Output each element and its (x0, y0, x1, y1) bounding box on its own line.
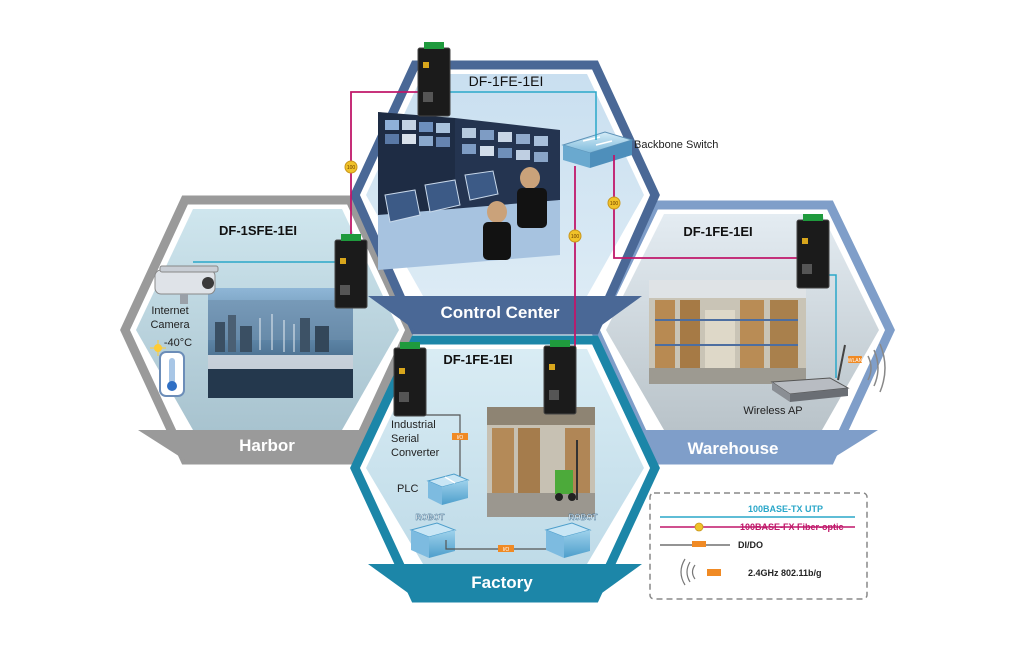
factory-label: Factory (471, 573, 533, 592)
svg-text:100: 100 (571, 234, 580, 240)
harbor-label-band (138, 430, 398, 460)
zone-warehouse: Warehouse DF-1FE-1EI Wireless AP (590, 200, 895, 465)
serial-converter-device (393, 342, 427, 417)
fiber-tag: 100 (568, 229, 582, 243)
svg-text:100: 100 (610, 201, 619, 207)
dido-tag: I/O (498, 545, 514, 553)
warehouse-photo (649, 280, 806, 384)
robot-left-icon (409, 522, 457, 558)
media-converter-factory (543, 340, 577, 415)
legend-label-fiber: 100BASE-FX Fiber-optic (740, 522, 844, 532)
serial-converter-label-line1: Industrial (391, 419, 436, 431)
media-converter-warehouse (796, 214, 830, 289)
robot-left-label: ROBOT (416, 513, 445, 522)
svg-text:I/O: I/O (503, 547, 510, 553)
wireless-ap-label: Wireless AP (743, 405, 802, 417)
factory-label-band (368, 564, 642, 598)
legend-label-utp: 100BASE-TX UTP (748, 504, 823, 514)
zone-harbor: Harbor DF-1SFE-1EI Internet Camera (120, 195, 415, 465)
serial-converter-label-line2: Serial (391, 433, 419, 445)
plc-label: PLC (397, 483, 418, 495)
zone-factory: Factory DF-1FE-1EI Industrial Serial Con… (350, 335, 660, 603)
warehouse-label-band (608, 430, 878, 460)
sun-icon (150, 340, 166, 356)
legend-item-dido: DI/DO (660, 540, 763, 550)
legend-label-dido: DI/DO (738, 540, 763, 550)
wireless-ap (770, 344, 850, 402)
temperature-label: -40°C (164, 337, 192, 349)
harbor-photo (208, 288, 353, 398)
plc-icon (426, 473, 470, 505)
backbone-switch-label: Backbone Switch (634, 139, 718, 151)
legend-item-utp: 100BASE-TX UTP (660, 504, 855, 518)
svg-text:I/O: I/O (457, 435, 464, 441)
harbor-label: Harbor (239, 436, 295, 455)
wifi-signal-icon (867, 343, 886, 393)
backbone-switch-icon (561, 131, 634, 168)
thermometer-icon (159, 351, 185, 397)
svg-text:100: 100 (347, 165, 356, 171)
wlan-tag (848, 356, 862, 363)
fiber-tag: 100 (607, 196, 621, 210)
legend: 100BASE-TX UTP 100BASE-FX Fiber-optic DI… (649, 492, 868, 600)
legend-label-wlan: 2.4GHz 802.11b/g (748, 568, 822, 578)
control-center-device-title: DF-1FE-1EI (469, 73, 544, 89)
wlan-tag-text: WLAN (848, 358, 863, 364)
warehouse-label: Warehouse (687, 439, 778, 458)
camera-label-line2: Camera (150, 319, 190, 331)
control-center-label-band (368, 296, 642, 330)
harbor-device-title: DF-1SFE-1EI (219, 223, 297, 238)
media-converter-control (417, 42, 451, 117)
warehouse-device-title: DF-1FE-1EI (683, 224, 752, 239)
legend-item-wlan: 2.4GHz 802.11b/g (680, 558, 822, 586)
factory-device-title: DF-1FE-1EI (443, 352, 512, 367)
camera-label-line1: Internet (151, 305, 188, 317)
factory-photo (487, 407, 595, 517)
utp-link-control (432, 91, 597, 140)
robot-right-icon (544, 522, 592, 558)
serial-converter-label-line3: Converter (391, 447, 440, 459)
camera-icon (154, 265, 219, 304)
media-converter-harbor (334, 234, 368, 309)
control-center-label: Control Center (441, 303, 560, 322)
fiber-tag: 100 (344, 160, 358, 174)
fiber-link-warehouse (613, 155, 808, 259)
legend-item-fiber: 100BASE-FX Fiber-optic (660, 522, 855, 532)
dido-tag: I/O (452, 433, 468, 441)
control-room-scene (378, 112, 560, 270)
robot-right-label: ROBOT (569, 513, 598, 522)
